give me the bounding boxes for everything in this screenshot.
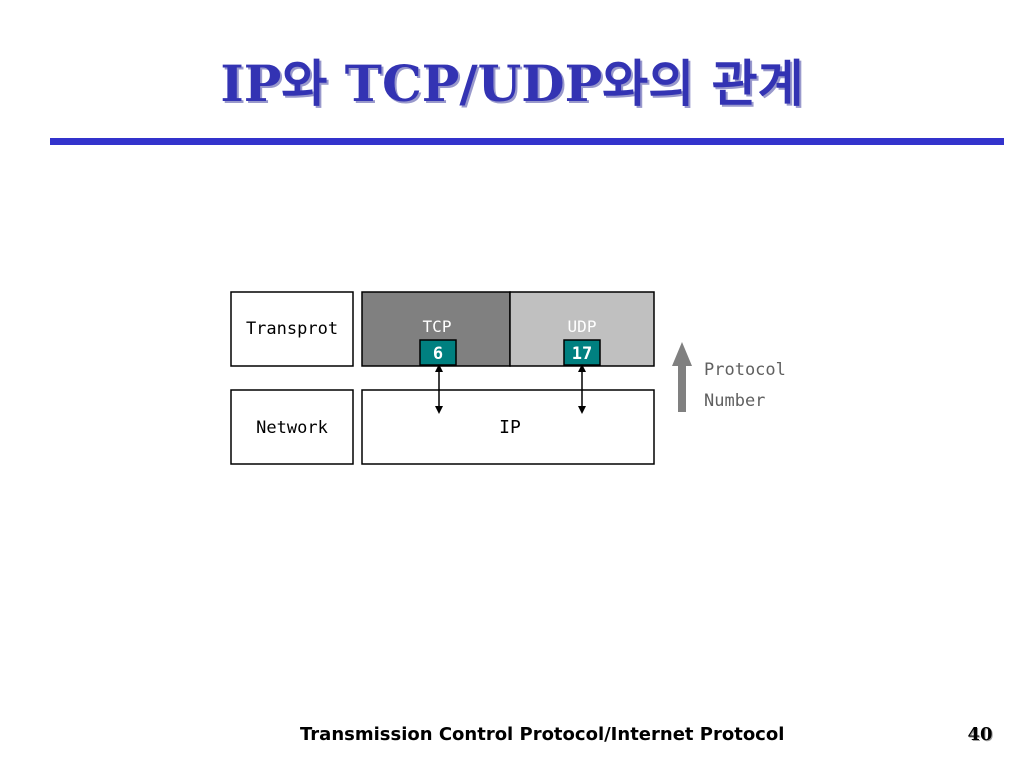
legend-number-text: Number bbox=[704, 391, 765, 411]
tcp-protocol-number: 6 bbox=[433, 344, 443, 364]
legend-protocol-text: Protocol bbox=[704, 360, 786, 380]
transport-layer-box: Transprot bbox=[230, 291, 354, 367]
udp-number-box bbox=[563, 339, 601, 366]
protocol-number-legend-arrow bbox=[672, 342, 692, 412]
tcp-label: TCP bbox=[423, 317, 452, 336]
slide-title: IP와 TCP/UDP와의 관계 bbox=[220, 54, 804, 113]
title-underline bbox=[50, 138, 1004, 145]
ip-box: IP bbox=[361, 389, 655, 465]
page-number: 40 bbox=[967, 724, 993, 745]
transport-layer-label: Transprot bbox=[246, 319, 338, 339]
network-layer-box: Network bbox=[230, 389, 354, 465]
udp-box: UDP 17 bbox=[509, 291, 655, 367]
udp-protocol-number: 17 bbox=[572, 344, 592, 364]
network-layer-label: Network bbox=[256, 418, 328, 438]
tcp-number-box bbox=[419, 339, 457, 366]
udp-label: UDP bbox=[568, 317, 597, 336]
tcp-box: TCP 6 bbox=[361, 291, 511, 367]
footer-text: Transmission Control Protocol/Internet P… bbox=[300, 724, 785, 745]
ip-label: IP bbox=[499, 417, 521, 438]
